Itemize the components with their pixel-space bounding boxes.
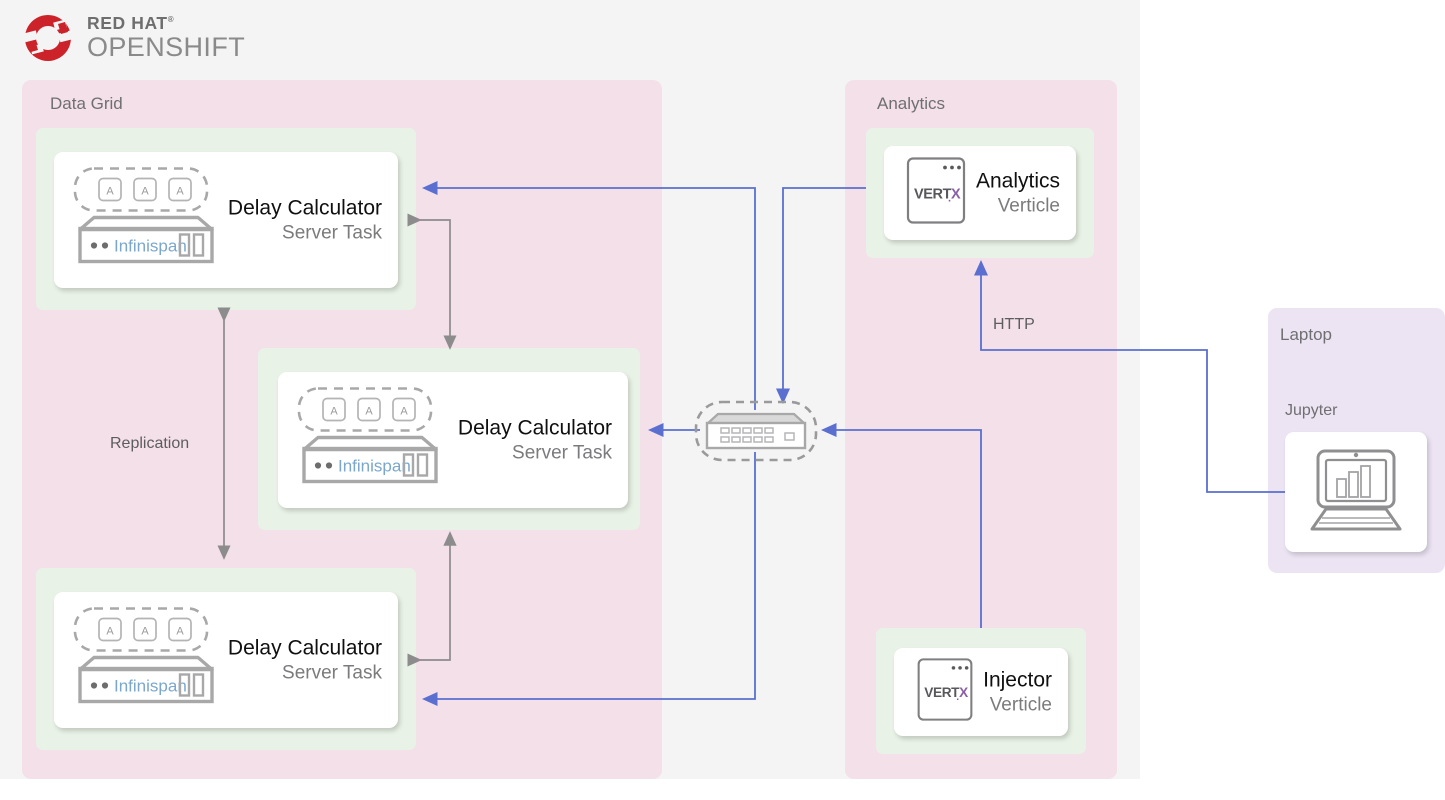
node-title: Injector	[983, 668, 1052, 692]
node-title: Analytics	[975, 169, 1060, 193]
node-subtitle: Server Task	[282, 222, 382, 244]
svg-text:X: X	[959, 685, 968, 700]
jupyter-label: Jupyter	[1285, 402, 1338, 419]
infinispan-server-icon: A A A Infinispan	[72, 166, 220, 275]
svg-text:A: A	[400, 406, 408, 418]
panel-data-grid-label: Data Grid	[50, 94, 123, 113]
edge-label-http: HTTP	[993, 316, 1035, 333]
svg-text:A: A	[141, 626, 149, 638]
node-title: Delay Calculator	[457, 416, 612, 440]
network-switch-icon[interactable]	[694, 400, 818, 467]
svg-text:A: A	[141, 186, 149, 198]
infinispan-server-icon: A A A Infinispan	[72, 606, 220, 715]
vertx-icon: VERT . X	[916, 658, 974, 727]
node-delay-calculator-1[interactable]: A A A Infinispan Delay Calculator Server…	[54, 152, 398, 288]
redhat-logo-icon	[22, 12, 74, 64]
svg-text:VERT: VERT	[914, 187, 952, 203]
redhat-openshift-logo: RED HAT® OPENSHIFT	[22, 12, 245, 64]
node-injector-verticle-labels: Injector Verticle	[983, 668, 1052, 717]
edge-label-replication: Replication	[110, 435, 190, 452]
node-delay-calculator-2-labels: Delay Calculator Server Task	[458, 416, 612, 465]
node-injector-verticle[interactable]: VERT . X Injector Verticle	[894, 648, 1068, 736]
node-subtitle: Verticle	[989, 694, 1052, 716]
svg-text:A: A	[106, 186, 114, 198]
node-jupyter-laptop[interactable]	[1285, 432, 1427, 552]
node-subtitle: Server Task	[282, 662, 382, 684]
node-delay-calculator-1-labels: Delay Calculator Server Task	[228, 196, 382, 245]
node-subtitle: Verticle	[997, 195, 1060, 217]
vertx-icon: VERT . X	[906, 157, 966, 230]
node-delay-calculator-2[interactable]: A A A Infinispan Delay Calculator Server…	[278, 372, 628, 508]
svg-text:A: A	[365, 406, 373, 418]
panel-analytics-label: Analytics	[877, 94, 946, 113]
logo-redhat-text: RED HAT®	[87, 13, 175, 34]
node-subtitle: Server Task	[512, 442, 612, 464]
trademark-glyph: ®	[167, 15, 175, 25]
svg-text:Infinispan: Infinispan	[114, 677, 187, 696]
svg-text:A: A	[176, 186, 184, 198]
svg-text:VERT: VERT	[924, 685, 960, 700]
infinispan-server-icon: A A A Infinispan	[296, 386, 444, 495]
logo-openshift-text: OPENSHIFT	[87, 31, 246, 62]
node-delay-calculator-3[interactable]: A A A Infinispan Delay Calculator Server…	[54, 592, 398, 728]
svg-text:A: A	[330, 406, 338, 418]
node-analytics-verticle[interactable]: VERT . X Analytics Verticle	[884, 146, 1076, 240]
svg-text:Infinispan: Infinispan	[338, 457, 411, 476]
svg-text:.: .	[948, 193, 951, 205]
node-delay-calculator-3-labels: Delay Calculator Server Task	[228, 636, 382, 685]
node-title: Delay Calculator	[227, 636, 382, 660]
svg-text:X: X	[951, 187, 961, 203]
panel-laptop-label: Laptop	[1280, 325, 1332, 344]
svg-text:.: .	[956, 692, 959, 703]
node-title: Delay Calculator	[227, 196, 382, 220]
laptop-chart-icon	[1296, 442, 1416, 543]
svg-text:Infinispan: Infinispan	[114, 237, 187, 256]
svg-text:A: A	[176, 626, 184, 638]
node-analytics-verticle-labels: Analytics Verticle	[976, 169, 1060, 218]
svg-text:A: A	[106, 626, 114, 638]
